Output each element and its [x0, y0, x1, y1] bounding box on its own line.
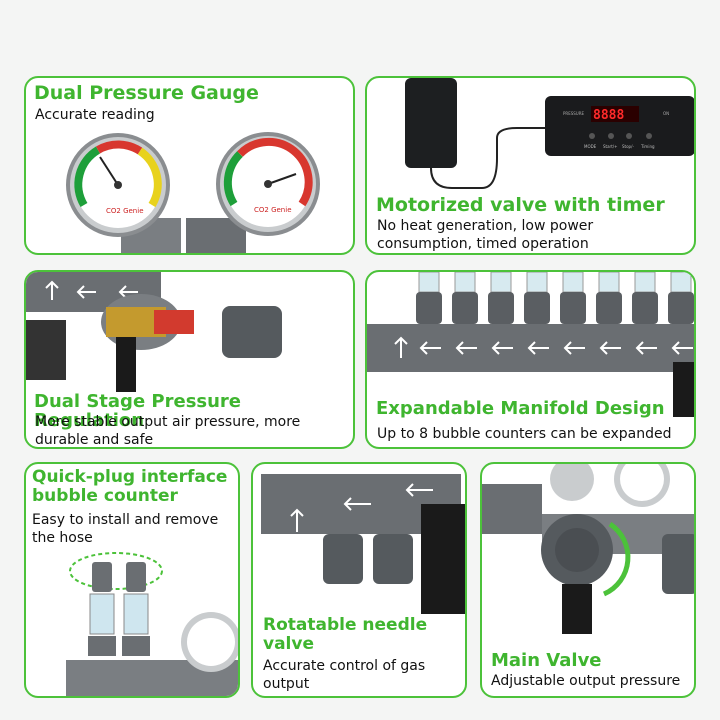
- bubble-counter-tube: [670, 272, 692, 293]
- bubble-counter-illustration: [66, 552, 238, 696]
- card-expandable-manifold: Expandable Manifold Design Up to 8 bubbl…: [365, 270, 696, 449]
- flow-arrows: [394, 336, 408, 358]
- bubble-counter-base: [596, 292, 622, 324]
- flow-arrow: [419, 341, 441, 355]
- main-valve-illustration: [482, 464, 694, 634]
- timer-button-label: Stop/-: [622, 144, 634, 149]
- left-gauge: CO2 Genie: [66, 133, 170, 237]
- card-main-valve: Main Valve Adjustable output pressure: [480, 462, 696, 698]
- timer-box: [545, 96, 694, 156]
- bubble-counter-base: [416, 292, 442, 324]
- stop-button: [626, 133, 632, 139]
- gauge-brand-label: CO2 Genie: [106, 207, 144, 215]
- bubble-counter: [122, 562, 150, 656]
- bubble-counter-tube: [490, 272, 512, 293]
- card-title: Dual Pressure Gauge: [34, 82, 259, 104]
- card-quick-plug-counter: Quick-plug interface bubble counter Easy…: [24, 462, 240, 698]
- card-description: Accurate reading: [35, 107, 155, 123]
- flow-arrow: [491, 341, 513, 355]
- bubble-counter-tube: [634, 272, 656, 293]
- card-rotatable-needle-valve: Rotatable needle valve Accurate control …: [251, 462, 467, 698]
- bubble-counter-base: [488, 292, 514, 324]
- pressure-indicator-label: PRESSURE: [563, 111, 585, 116]
- bubble-counter-base: [632, 292, 658, 324]
- card-title: Dual Stage Pressure Regulation: [34, 391, 242, 431]
- gauge-brand-label: CO2 Genie: [254, 206, 292, 214]
- bubble-counter-base: [560, 292, 586, 324]
- manifold-illustration: [367, 272, 694, 417]
- card-description: Adjustable output pressure: [491, 673, 681, 689]
- bubble-counter-tube: [454, 272, 476, 293]
- card-title: Expandable Manifold Design: [376, 398, 665, 419]
- bubble-counter-base: [524, 292, 550, 324]
- timer-button-label: Timing: [640, 144, 655, 149]
- solenoid-body: [405, 78, 457, 168]
- bubble-counter: [88, 562, 116, 656]
- alarm-indicator-label: ON: [663, 111, 669, 116]
- bubble-counter-tube: [562, 272, 584, 293]
- dual-gauge-illustration: CO2 Genie CO2 Genie: [66, 132, 320, 253]
- right-gauge: CO2 Genie: [216, 132, 320, 236]
- card-description: No heat generation, low power consumptio…: [377, 218, 594, 252]
- timing-button: [646, 133, 652, 139]
- card-title: Motorized valve with timer: [376, 194, 665, 216]
- card-description: More stable output air pressure, more du…: [35, 414, 301, 448]
- card-title: Rotatable needle valve: [263, 615, 428, 655]
- card-description: Up to 8 bubble counters can be expanded: [377, 426, 672, 442]
- bubble-counter-base: [452, 292, 478, 324]
- flow-arrow: [563, 341, 585, 355]
- start-button: [608, 133, 614, 139]
- card-description: Accurate control of gas output: [263, 658, 426, 692]
- bubble-counter-tube: [526, 272, 548, 293]
- timer-button-label: MODE: [584, 144, 597, 149]
- card-title: Quick-plug interface bubble counter: [32, 467, 228, 507]
- card-motorized-valve: 8888 PRESSURE ON MODE Start/+ Stop/- Tim…: [365, 76, 696, 255]
- regulator-illustration: [26, 272, 282, 392]
- flow-arrow: [635, 341, 657, 355]
- card-title: Main Valve: [491, 650, 602, 671]
- mode-button: [589, 133, 595, 139]
- card-dual-stage-regulation: Dual Stage Pressure Regulation More stab…: [24, 270, 355, 449]
- flow-arrow: [527, 341, 549, 355]
- card-dual-pressure-gauge: Dual Pressure Gauge Accurate reading CO2…: [24, 76, 355, 255]
- bubble-counter-tube: [598, 272, 620, 293]
- card-description: Easy to install and remove the hose: [32, 512, 219, 546]
- needle-valve-illustration: [261, 474, 465, 614]
- timer-display: 8888: [593, 108, 624, 123]
- timer-illustration: 8888 PRESSURE ON MODE Start/+ Stop/- Tim…: [405, 78, 694, 189]
- bubble-counter-base: [668, 292, 694, 324]
- flow-arrow: [599, 341, 621, 355]
- timer-button-label: Start/+: [603, 144, 617, 149]
- flow-arrow: [671, 341, 693, 355]
- bubble-counter-tube: [418, 272, 440, 293]
- adjust-knob: [222, 306, 282, 358]
- flow-arrow: [455, 341, 477, 355]
